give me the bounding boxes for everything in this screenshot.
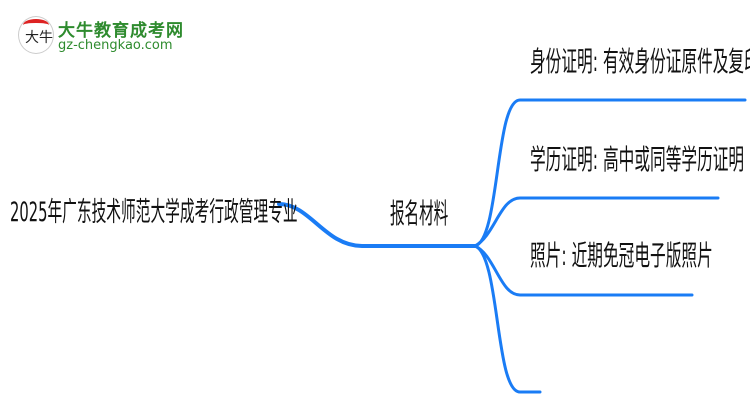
logo-url: gz-chengkao.com <box>58 38 173 53</box>
logo-mark: 大牛 <box>18 16 54 54</box>
logo: 大牛 大牛教育成考网 gz-chengkao.com <box>18 16 208 56</box>
branch-node-2: 学历证明: 高中或同等学历证明 <box>530 143 745 176</box>
logo-name: 大牛教育成考网 <box>58 21 184 41</box>
hub-node: 报名材料 <box>390 197 449 230</box>
root-node: 2025年广东技术师范大学成考行政管理专业 <box>10 197 298 228</box>
root-connector <box>277 202 477 248</box>
branch-connector-2 <box>473 196 720 248</box>
branch-node-1: 身份证明: 有效身份证原件及复印件 <box>530 45 750 78</box>
branch-connector-4 <box>473 244 542 394</box>
branch-node-3: 照片: 近期免冠电子版照片 <box>530 239 713 272</box>
